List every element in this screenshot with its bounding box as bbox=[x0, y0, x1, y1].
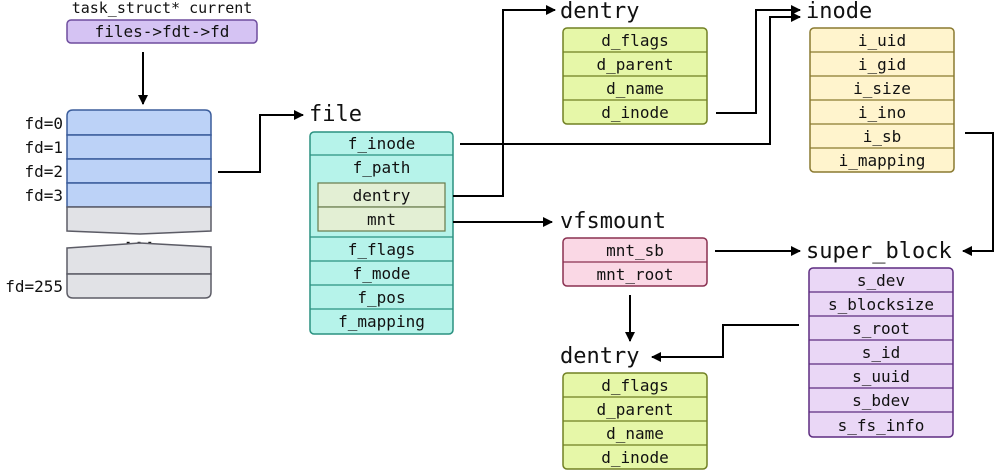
path-dentry-cell bbox=[317, 182, 446, 208]
inode-title: inode bbox=[806, 0, 872, 24]
task-label: task_struct* current bbox=[72, 0, 253, 17]
inode-field-i-sb: i_sb bbox=[863, 127, 902, 146]
fd-label-0: fd=0 bbox=[24, 114, 63, 133]
super-block-title: super_block bbox=[806, 239, 952, 264]
sb-field-s-uuid: s_uuid bbox=[852, 367, 910, 386]
sb-field-s-blocksize: s_blocksize bbox=[828, 295, 934, 314]
fd-slot-2 bbox=[66, 158, 212, 184]
dentry-bottom-title: dentry bbox=[560, 344, 639, 369]
fd-slot-3 bbox=[66, 182, 212, 208]
arrow-i-sb-to-super-block bbox=[962, 132, 994, 256]
file-field-f-pos: f_pos bbox=[357, 288, 405, 307]
fd-label-1: fd=1 bbox=[24, 138, 63, 157]
dentry-bottom-field-d-flags: d_flags bbox=[601, 376, 668, 395]
vfsmount-title: vfsmount bbox=[560, 209, 666, 234]
vfsmount-struct: vfsmount mnt_sb mnt_root bbox=[560, 209, 708, 287]
file-field-f-mode: f_mode bbox=[353, 264, 411, 283]
sb-field-s-id: s_id bbox=[862, 343, 901, 362]
dentry-bottom-struct: dentry d_flags d_parent d_name d_inode bbox=[560, 344, 708, 470]
dentry-top-field-d-flags: d_flags bbox=[601, 31, 668, 50]
fd-pointer-box bbox=[66, 19, 258, 44]
arrow-d-inode-to-inode bbox=[716, 5, 801, 114]
file-field-f-flags: f_flags bbox=[348, 240, 415, 259]
file-field-f-mapping: f_mapping bbox=[338, 312, 425, 331]
inode-field-i-mapping: i_mapping bbox=[839, 151, 926, 170]
fd-table: ... fd=0 fd=1 fd=2 fd=3 fd=255 bbox=[5, 109, 212, 299]
vfsmount-field-mnt-sb: mnt_sb bbox=[606, 241, 664, 260]
fd-label-255: fd=255 bbox=[5, 277, 63, 296]
vfsmount-field-mnt-root: mnt_root bbox=[596, 265, 673, 284]
fd-label-3: fd=3 bbox=[24, 186, 63, 205]
arrow-s-root-to-dentry bbox=[651, 324, 799, 362]
path-mnt-cell bbox=[317, 206, 446, 232]
inode-field-i-uid: i_uid bbox=[858, 31, 906, 50]
arrows bbox=[138, 5, 994, 362]
dentry-bottom-field-d-parent: d_parent bbox=[596, 400, 673, 419]
fd-slot-255 bbox=[66, 273, 212, 299]
dentry-top-title: dentry bbox=[560, 0, 639, 24]
sb-field-s-fs-info: s_fs_info bbox=[838, 416, 925, 435]
inode-field-i-ino: i_ino bbox=[858, 103, 906, 122]
fd-slot-1 bbox=[66, 134, 212, 160]
inode-field-i-gid: i_gid bbox=[858, 55, 906, 74]
file-field-f-inode: f_inode bbox=[348, 134, 415, 153]
file-field-f-path: f_path bbox=[353, 158, 411, 177]
fd-slot-0 bbox=[66, 109, 212, 136]
sb-field-s-bdev: s_bdev bbox=[852, 391, 910, 410]
sb-field-s-root: s_root bbox=[852, 319, 910, 338]
fd-slot-empty-top bbox=[66, 206, 212, 235]
file-struct: file f_inode f_path dentry mnt f_flags f… bbox=[309, 102, 454, 335]
dentry-bottom-field-d-name: d_name bbox=[606, 424, 664, 443]
dentry-top-field-d-parent: d_parent bbox=[596, 55, 673, 74]
dentry-top-field-d-inode: d_inode bbox=[601, 103, 668, 122]
dentry-top-struct: dentry d_flags d_parent d_name d_inode bbox=[560, 0, 708, 125]
super-block-box bbox=[808, 267, 954, 438]
path-field-mnt: mnt bbox=[367, 210, 396, 229]
fd-pointer-expr: files->fdt->fd bbox=[95, 22, 230, 41]
fd-label-2: fd=2 bbox=[24, 162, 63, 181]
file-title: file bbox=[309, 102, 362, 127]
fd-slot-empty-bottom bbox=[66, 242, 212, 275]
inode-field-i-size: i_size bbox=[853, 79, 911, 98]
arrow-f-inode-to-inode bbox=[460, 12, 801, 145]
super-block-struct: super_block s_dev s_blocksize s_root s_i… bbox=[806, 239, 954, 438]
arrow-path-dentry-to-dentry bbox=[453, 5, 556, 197]
sb-field-s-dev: s_dev bbox=[857, 271, 905, 290]
dentry-top-field-d-name: d_name bbox=[606, 79, 664, 98]
dentry-bottom-field-d-inode: d_inode bbox=[601, 448, 668, 467]
task-struct: task_struct* current files->fdt->fd bbox=[66, 0, 258, 44]
inode-struct: inode i_uid i_gid i_size i_ino i_sb i_ma… bbox=[806, 0, 955, 173]
arrow-fd-to-file bbox=[218, 110, 304, 173]
path-field-dentry: dentry bbox=[353, 186, 411, 205]
